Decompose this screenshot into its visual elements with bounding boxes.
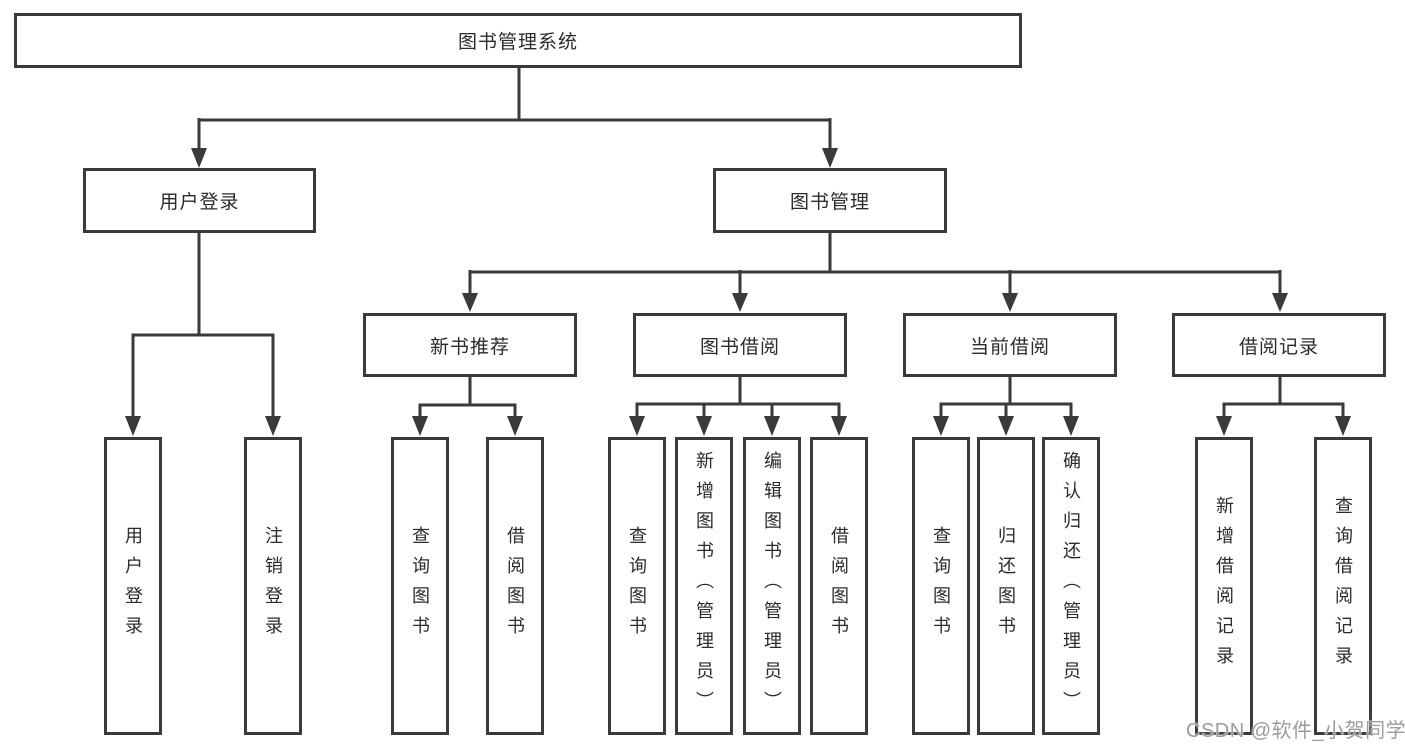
node-current-borrowing: 当前借阅 bbox=[903, 313, 1117, 377]
node-new-book-recommend: 新书推荐 bbox=[363, 313, 577, 377]
leaf-query-book: 查询图书 bbox=[608, 437, 666, 735]
node-user-login: 用户登录 bbox=[83, 168, 316, 233]
node-book-borrowing: 图书借阅 bbox=[633, 313, 847, 377]
leaf-query-book: 查询图书 bbox=[391, 437, 449, 735]
leaf-query-borrow-record: 查询借阅记录 bbox=[1314, 437, 1372, 735]
leaf-edit-book-admin: 编辑图书（管理员） bbox=[743, 437, 801, 735]
leaf-return-book: 归还图书 bbox=[977, 437, 1035, 735]
leaf-logout: 注销登录 bbox=[244, 437, 302, 735]
leaf-borrow-book: 借阅图书 bbox=[486, 437, 544, 735]
node-root-system: 图书管理系统 bbox=[14, 13, 1022, 68]
leaf-user-login: 用户登录 bbox=[104, 437, 162, 735]
csdn-watermark: CSDN @软件_小贺同学 bbox=[1186, 720, 1405, 742]
node-book-management: 图书管理 bbox=[713, 168, 947, 233]
leaf-query-book: 查询图书 bbox=[912, 437, 970, 735]
leaf-add-book-admin: 新增图书（管理员） bbox=[675, 437, 733, 735]
node-borrow-records: 借阅记录 bbox=[1172, 313, 1386, 377]
leaf-add-borrow-record: 新增借阅记录 bbox=[1195, 437, 1253, 735]
leaf-confirm-return-admin: 确认归还（管理员） bbox=[1042, 437, 1100, 735]
leaf-borrow-book: 借阅图书 bbox=[810, 437, 868, 735]
